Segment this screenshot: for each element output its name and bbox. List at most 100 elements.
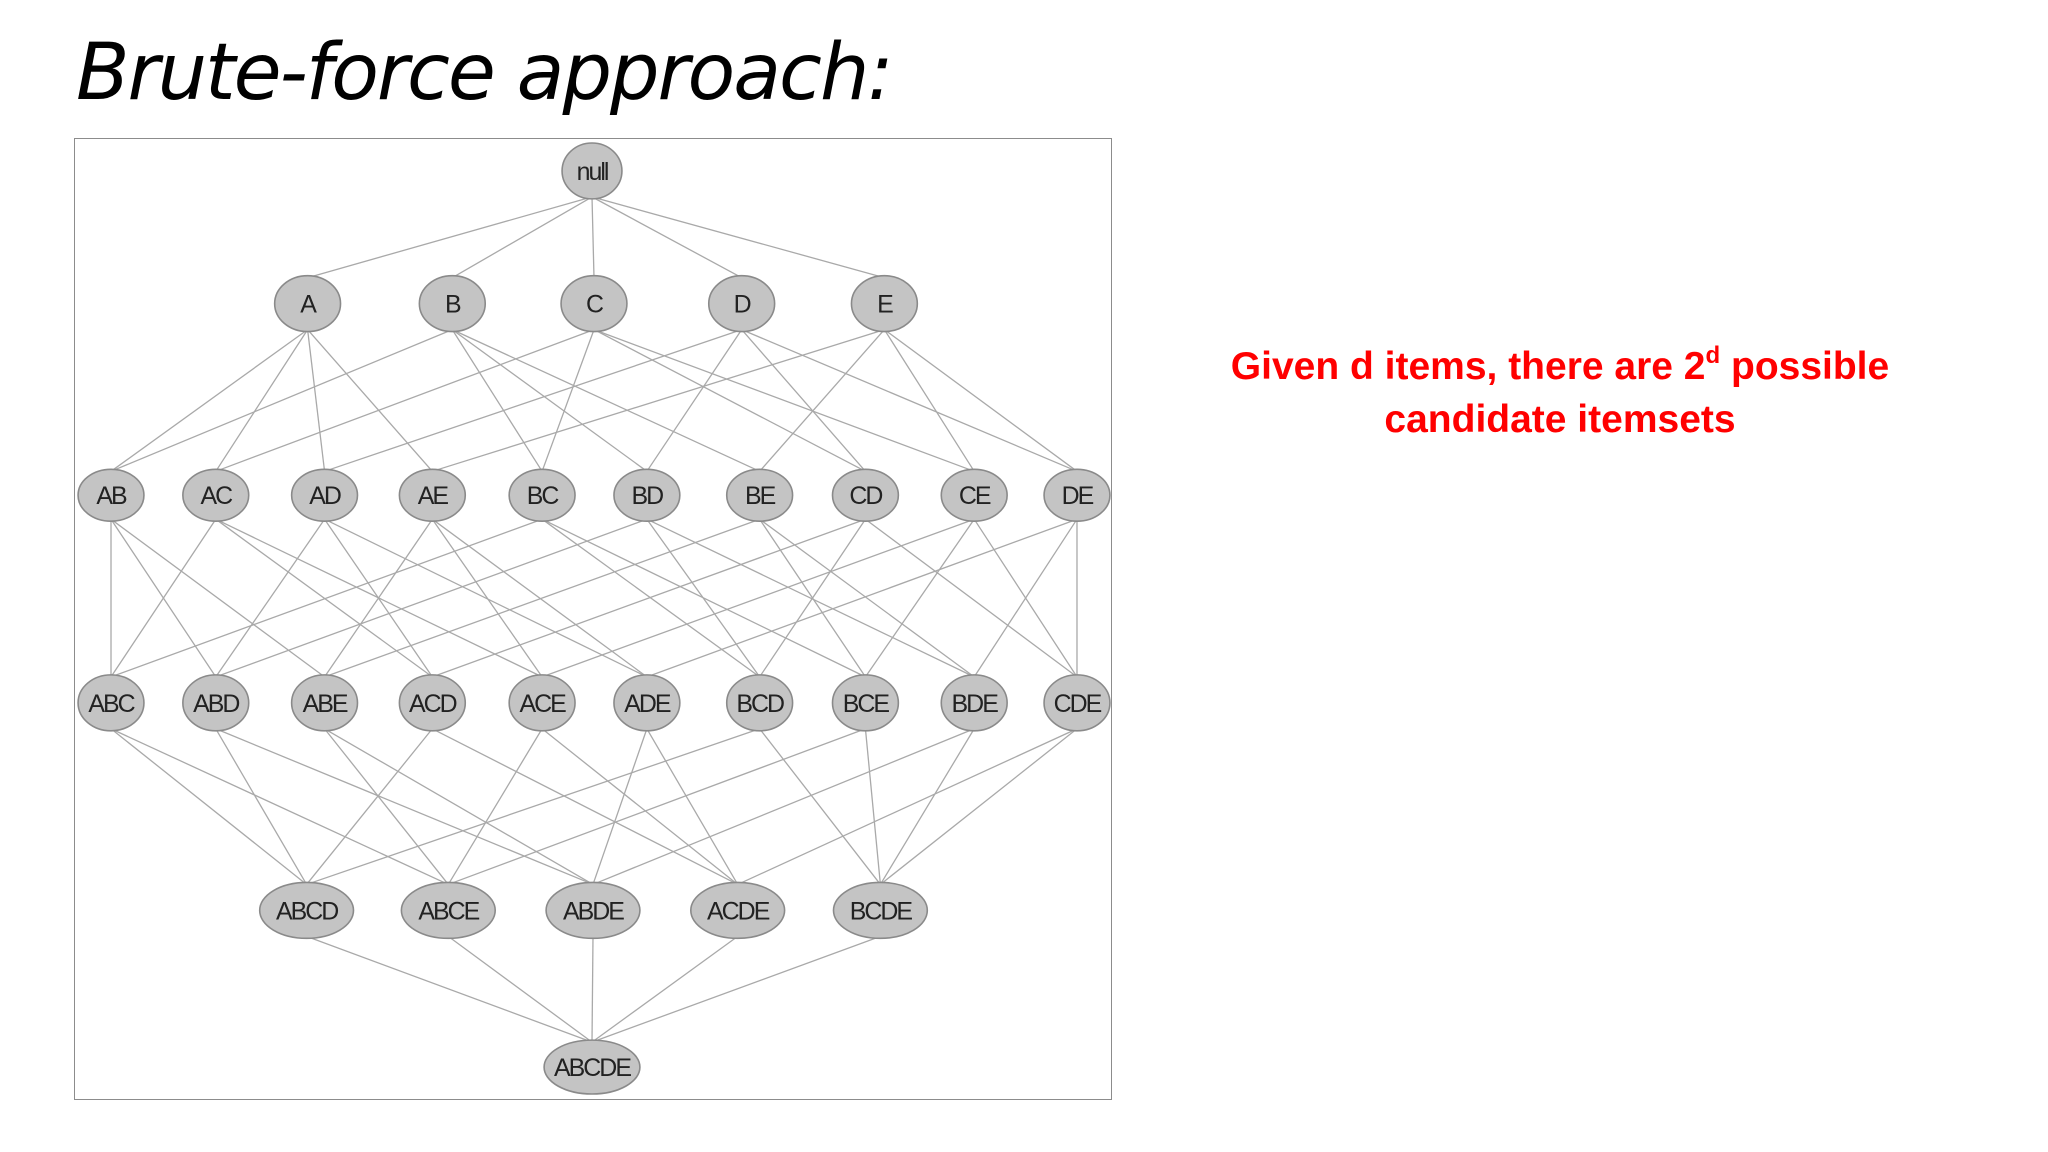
node-shape-CDE xyxy=(1043,674,1111,732)
node-shape-ABCE xyxy=(400,881,497,940)
edge-C-AC xyxy=(215,328,595,472)
itemset-node-CD: CD xyxy=(831,468,900,523)
node-shape-BE xyxy=(725,468,794,523)
edge-BCE-BCDE xyxy=(864,728,882,885)
itemset-node-BDE: BDE xyxy=(940,674,1008,732)
node-shape-AB xyxy=(77,468,145,523)
edge-B-BC xyxy=(451,329,543,472)
edge-ABE-ABDE xyxy=(324,728,594,886)
edge-BC-BCD xyxy=(541,518,761,678)
node-label-A: A xyxy=(300,291,317,319)
edge-ABD-ABCD xyxy=(215,728,308,885)
edge-CDE-ACDE xyxy=(737,728,1078,886)
node-label-ABCD: ABCD xyxy=(276,897,338,925)
edge-AD-ADE xyxy=(324,518,648,678)
itemset-node-CDE: CDE xyxy=(1043,674,1111,732)
edge-BE-ABE xyxy=(324,518,760,678)
itemset-node-ABDE: ABDE xyxy=(545,881,641,940)
itemset-node-ACDE: ACDE xyxy=(689,881,786,940)
itemset-node-ABE: ABE xyxy=(290,674,359,732)
node-shape-BD xyxy=(613,468,681,523)
node-label-ABDE: ABDE xyxy=(563,897,624,925)
edge-CE-ACE xyxy=(541,518,975,678)
itemset-node-AC: AC xyxy=(182,468,250,523)
edge-ABD-ABDE xyxy=(215,728,594,886)
node-label-D: D xyxy=(734,291,751,319)
edge-CDE-BCDE xyxy=(879,728,1078,885)
edge-DE-BDE xyxy=(973,518,1078,678)
edge-B-AB xyxy=(110,329,453,472)
node-label-AB: AB xyxy=(96,482,127,510)
node-shape-ACE xyxy=(508,674,576,732)
node-label-ABD: ABD xyxy=(193,690,239,718)
edge-BE-BDE xyxy=(759,518,975,678)
node-shape-CE xyxy=(940,468,1008,523)
node-label-ABC: ABC xyxy=(88,690,135,718)
edge-E-AE xyxy=(432,328,885,472)
edge-BCD-ABCD xyxy=(306,728,760,886)
node-shape-ABE xyxy=(290,674,359,732)
node-shape-null xyxy=(561,142,623,200)
edge-A-AE xyxy=(307,329,433,472)
edge-BDE-ABDE xyxy=(592,728,975,886)
node-label-ABCDE: ABCDE xyxy=(554,1054,631,1082)
itemset-node-ABCDE: ABCDE xyxy=(543,1039,641,1095)
itemset-node-DE: DE xyxy=(1043,468,1111,523)
node-label-B: B xyxy=(445,291,461,319)
callout-text-before: Given d items, there are 2 xyxy=(1230,345,1706,388)
node-shape-DE xyxy=(1043,468,1111,523)
itemset-node-BD: BD xyxy=(613,468,681,523)
itemset-node-ABCE: ABCE xyxy=(400,881,497,940)
callout-exponent: d xyxy=(1705,342,1721,369)
node-shape-ABD xyxy=(182,674,250,732)
node-shape-BCD xyxy=(725,674,794,732)
edge-D-BD xyxy=(646,329,743,472)
edge-D-DE xyxy=(741,329,1078,472)
itemset-node-ABC: ABC xyxy=(77,674,145,732)
node-label-CD: CD xyxy=(849,482,882,510)
edge-D-AD xyxy=(324,328,742,472)
node-label-BDE: BDE xyxy=(952,690,999,718)
edge-ACE-ABCE xyxy=(447,728,543,885)
node-label-BE: BE xyxy=(745,482,776,510)
node-label-BC: BC xyxy=(527,482,560,510)
itemset-node-BCDE: BCDE xyxy=(832,881,929,940)
node-shape-B xyxy=(418,274,487,333)
callout-text-after: possible candidate itemsets xyxy=(1384,345,1890,441)
edge-D-CD xyxy=(741,329,866,472)
edge-ACDE-ABCDE xyxy=(591,935,739,1043)
node-shape-ABC xyxy=(77,674,145,732)
node-label-AE: AE xyxy=(418,482,449,510)
edge-BD-BCD xyxy=(646,518,761,678)
edge-A-AC xyxy=(215,329,309,472)
edge-ADE-ACDE xyxy=(646,728,739,885)
edge-C-CE xyxy=(593,328,975,472)
node-shape-ABDE xyxy=(545,881,641,940)
node-shape-ADE xyxy=(613,674,681,732)
edge-null-A xyxy=(307,196,593,279)
edge-BC-ABC xyxy=(110,518,543,678)
node-shape-A xyxy=(273,274,342,333)
edge-BCDE-ABCDE xyxy=(591,935,881,1043)
itemset-node-ACE: ACE xyxy=(508,674,576,732)
node-label-AD: AD xyxy=(309,482,341,510)
node-label-CDE: CDE xyxy=(1054,690,1102,718)
edge-AD-ABD xyxy=(215,518,326,678)
edge-AE-ADE xyxy=(431,518,648,678)
itemset-node-C: C xyxy=(560,274,628,333)
edge-AC-ABC xyxy=(110,518,217,678)
node-label-ACD: ACD xyxy=(409,690,457,718)
node-shape-D xyxy=(707,274,776,333)
edge-BD-ABD xyxy=(215,518,648,678)
edge-ABC-ABCE xyxy=(110,728,449,886)
itemset-node-null: null xyxy=(561,142,623,200)
itemset-node-ABD: ABD xyxy=(182,674,250,732)
edge-null-D xyxy=(591,196,742,279)
node-label-ADE: ADE xyxy=(624,690,671,718)
node-shape-CD xyxy=(831,468,900,523)
node-label-CE: CE xyxy=(959,482,991,510)
node-label-BCDE: BCDE xyxy=(850,897,913,925)
